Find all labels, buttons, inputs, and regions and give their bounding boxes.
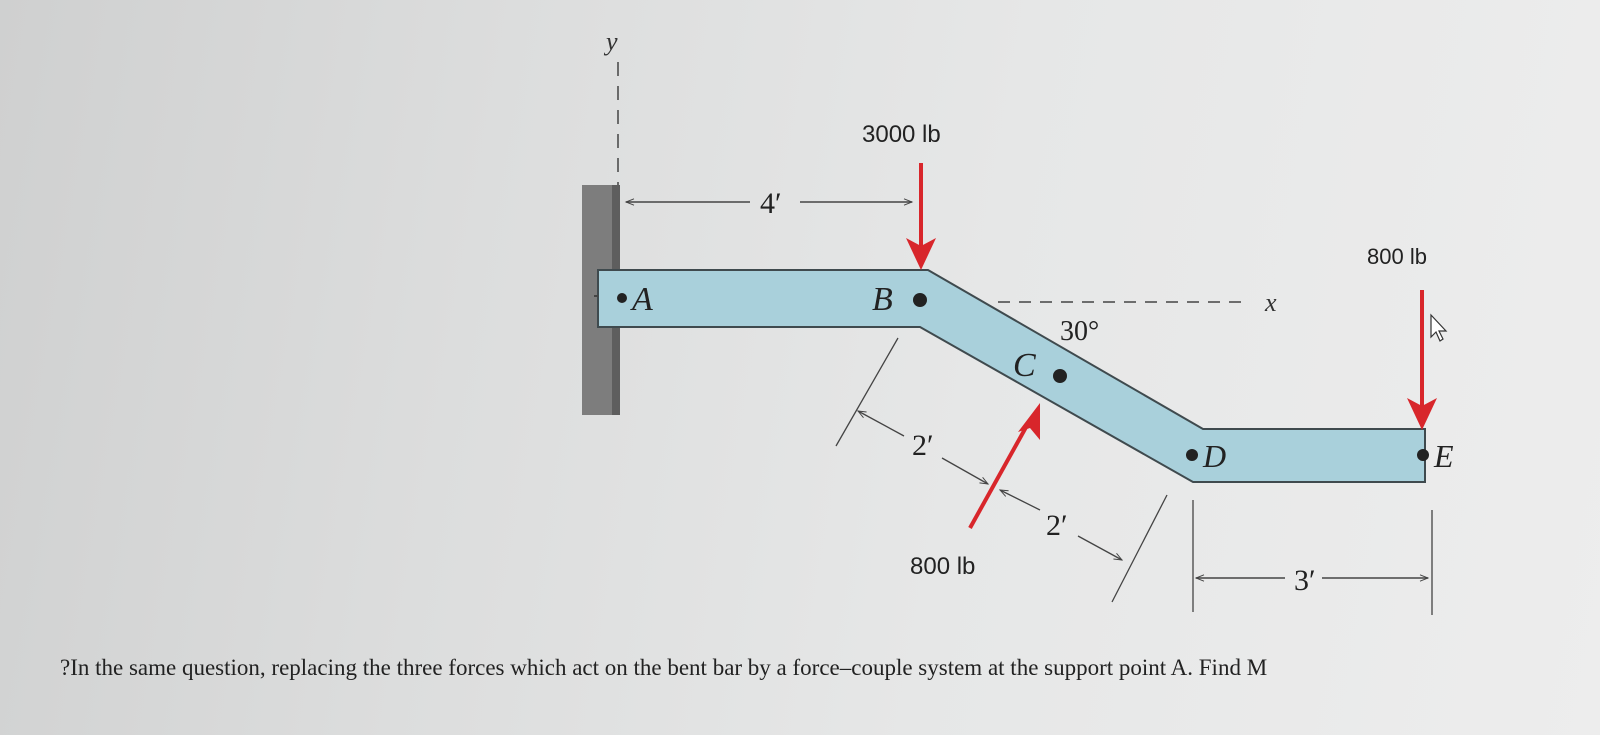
force-e-label: 800 lb bbox=[1367, 244, 1427, 269]
force-b-arrow-head bbox=[906, 238, 936, 270]
dim-ab-label: 4′ bbox=[760, 187, 782, 220]
point-b-label: B bbox=[872, 281, 893, 318]
force-c-arrow-head bbox=[1018, 403, 1040, 440]
point-d-label: D bbox=[1202, 438, 1226, 474]
point-c-label: C bbox=[1013, 347, 1036, 384]
x-axis-label: x bbox=[1264, 288, 1277, 317]
ext-line-d bbox=[1111, 494, 1168, 603]
angle-label: 30° bbox=[1060, 316, 1099, 347]
force-b-label: 3000 lb bbox=[862, 121, 941, 148]
point-b-dot bbox=[913, 293, 927, 307]
question-text: ?In the same question, replacing the thr… bbox=[60, 655, 1268, 680]
dim-bc-arrow-up bbox=[856, 410, 905, 437]
dim-bc-label: 2′ bbox=[912, 429, 934, 462]
force-e-arrow-head bbox=[1407, 398, 1437, 430]
ext-line-b bbox=[835, 337, 899, 447]
point-a-label: A bbox=[630, 281, 653, 318]
dim-cd-label: 2′ bbox=[1046, 509, 1068, 542]
bent-bar bbox=[597, 269, 1426, 483]
point-a-dot bbox=[617, 293, 627, 303]
dim-de-label: 3′ bbox=[1294, 564, 1316, 597]
mouse-cursor-icon bbox=[1430, 313, 1448, 342]
y-axis-label: y bbox=[603, 27, 618, 56]
point-e-label: E bbox=[1433, 438, 1454, 474]
dim-cd-arrow-up bbox=[998, 489, 1041, 511]
point-c-dot bbox=[1053, 369, 1067, 383]
point-d-dot bbox=[1186, 449, 1198, 461]
point-e-dot bbox=[1417, 449, 1429, 461]
dim-bc-arrow-down bbox=[941, 457, 990, 485]
dim-cd-arrow-down bbox=[1077, 535, 1124, 561]
force-c-arrow-shaft bbox=[968, 419, 1032, 529]
force-c-label: 800 lb bbox=[910, 553, 975, 580]
